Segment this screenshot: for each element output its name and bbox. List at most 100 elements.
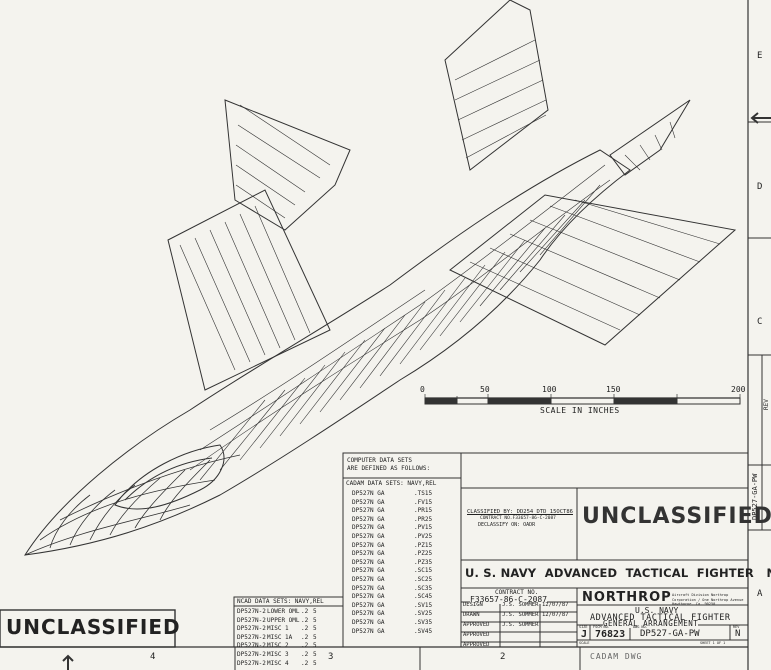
scale-label: SCALE IN INCHES	[540, 406, 620, 415]
program-title: U. S. NAVY ADVANCED TACTICAL FIGHTER NAT…	[465, 566, 771, 580]
signature-date: 12/07/87	[542, 602, 569, 608]
ncad-cell: MISC 2	[267, 642, 289, 650]
data-set-name: DP527N GA	[352, 627, 385, 635]
drawing-title-line-3: GENERAL ARRANGEMENT	[603, 619, 699, 628]
scale-tick-50: 50	[480, 385, 490, 394]
classification-banner: UNCLASSIFIED	[6, 615, 181, 639]
data-sets-header-1: COMPUTER DATA SETS	[347, 457, 413, 464]
ncad-cell: .2	[301, 650, 309, 658]
company-logo: NORTHROP	[582, 590, 672, 605]
drawing-title-line-1: U.S. NAVY	[635, 606, 679, 615]
data-set-name: DP527N GA	[352, 490, 385, 497]
data-set-suffix: .PV25	[414, 532, 433, 540]
ncad-cell: MISC 1A	[267, 633, 293, 641]
ncad-cell: MISC 4	[267, 659, 289, 667]
signature-name: J.S. SOMMER	[502, 612, 539, 618]
data-set-row: DP527N GA .SC35	[352, 585, 432, 594]
data-set-row: DP527N GA.PZ15	[352, 542, 432, 551]
size-label: SIZE	[579, 625, 588, 629]
data-set-row: DP527N GA .SV15	[352, 602, 432, 611]
data-set-name: DP527N GA	[352, 593, 385, 601]
signature-name: J.S. SOMMER	[502, 602, 539, 608]
data-set-name: DP527N GA	[352, 524, 385, 532]
ncad-cell: 5	[313, 642, 317, 650]
data-set-row: DP527N GA.SV25	[352, 610, 432, 619]
data-set-suffix: .SV15	[414, 601, 433, 609]
scale-tick-100: 100	[542, 385, 557, 394]
data-set-row: DP527N GA .PV25	[352, 533, 432, 542]
data-set-name: DP527N GA	[352, 575, 385, 583]
data-set-name: DP527N GA	[352, 584, 385, 592]
drawing-number: DP527-GA-PW	[640, 629, 700, 639]
fscm-number: 76823	[595, 629, 626, 640]
zone-letter-a: A	[757, 589, 763, 599]
ncad-cell: .2	[301, 608, 309, 615]
scale-tick-0: 0	[420, 385, 425, 394]
classification-title-block: UNCLASSIFIED	[582, 504, 771, 529]
data-set-name: DP527N GA	[352, 532, 385, 540]
zone-number-3: 3	[328, 652, 334, 662]
data-set-suffix: .SV25	[414, 610, 433, 618]
signature-role: DESIGN	[463, 602, 483, 608]
scale-field-label: SCALE	[579, 641, 590, 645]
zone-letter-c: C	[757, 317, 763, 327]
classified-by: CLASSIFIED BY: DD254 DTD 15OCT86	[467, 509, 573, 515]
ncad-cell: .2	[301, 633, 309, 641]
data-set-row: DP527N GA .PZ25	[352, 550, 432, 559]
fscm-label: FSCM NO.	[593, 625, 610, 629]
data-set-suffix: .SV35	[414, 618, 433, 626]
signature-date: 12/07/87	[542, 612, 569, 618]
data-set-row: DP527N GA.PZ35	[352, 559, 432, 568]
signature-role: DRAWN	[463, 612, 480, 618]
data-set-row: DP527N GA .SC15	[352, 567, 432, 576]
data-set-suffix: .SV45	[414, 627, 433, 635]
contract-label: CONTRACT NO.	[495, 589, 539, 596]
ncad-cell: DP527N-2	[237, 659, 266, 667]
ncad-cell: .2	[301, 642, 309, 650]
ncad-cell: LOWER OML	[267, 608, 300, 615]
side-rev-label: REV	[763, 399, 770, 410]
ncad-cell: DP527N-2	[237, 642, 266, 650]
data-set-row: DP527N GA .SV45	[352, 628, 432, 637]
data-set-suffix: .TS15	[414, 490, 433, 497]
data-set-row: DP527N GA.SV35	[352, 619, 432, 628]
data-set-name: DP527N GA	[352, 601, 385, 609]
data-set-name: DP527N GA	[352, 507, 385, 515]
data-set-name: DP527N GA	[352, 567, 385, 575]
ncad-cell: DP527N-2	[237, 608, 266, 615]
ncad-cell: .2	[301, 616, 309, 624]
signature-role: APPROVED	[463, 622, 490, 628]
data-set-name: DP527N GA	[352, 541, 385, 549]
zone-letter-d: D	[757, 182, 763, 192]
data-set-suffix: .SC45	[414, 593, 433, 601]
data-set-suffix: .SC35	[414, 584, 433, 592]
data-set-name: DP527N GA	[352, 550, 385, 558]
ncad-cell: 5	[313, 625, 317, 633]
sheet-count: SHEET 1 OF 1	[700, 641, 726, 645]
data-sets-header-2: ARE DEFINED AS FOLLOWS:	[347, 465, 431, 472]
cadam-data-sets-header: CADAM DATA SETS: NAVY,REL	[346, 480, 437, 487]
signature-name: J.S. SOMMER	[502, 622, 539, 628]
ncad-cell: 5	[313, 616, 317, 624]
data-set-name: DP527N GA	[352, 498, 385, 506]
data-set-suffix: .SC15	[414, 567, 433, 575]
zone-letter-e: E	[757, 51, 763, 61]
ncad-cell: DP527N-2	[237, 633, 266, 641]
cadam-footer: CADAM DWG	[590, 652, 643, 661]
data-set-row: DP527N GA .TS15	[352, 490, 432, 499]
data-set-suffix: .PR15	[414, 507, 433, 515]
ncad-cell: .2	[301, 659, 309, 667]
data-set-suffix: .PZ25	[414, 550, 433, 558]
declassify-on: DECLASSIFY ON: OADR	[478, 522, 536, 528]
data-set-row: DP527N GA.FV15	[352, 499, 432, 508]
signature-role: APPROVED	[463, 642, 490, 648]
